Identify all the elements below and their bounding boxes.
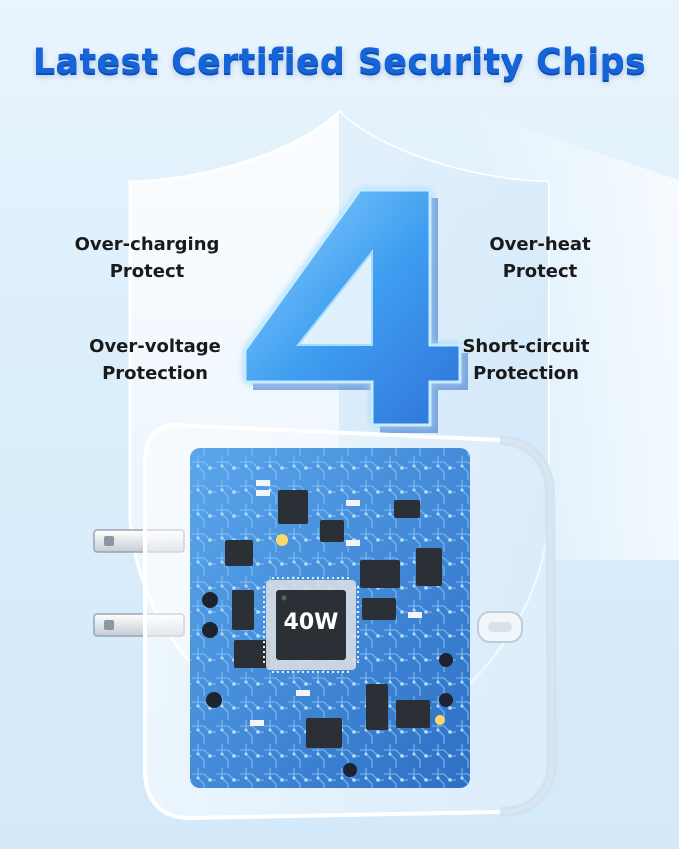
feature-short-circuit: Short-circuit Protection [426,333,626,387]
feature-over-heat: Over-heat Protect [440,231,640,285]
feature-over-voltage-line2: Protection [102,363,208,384]
feature-short-circuit-line1: Short-circuit [462,336,590,357]
number-four-graphic [243,188,468,433]
feature-over-voltage-line1: Over-voltage [89,336,221,357]
main-chip [263,577,359,673]
headline: Latest Certified Security Chips [32,42,647,82]
feature-short-circuit-line2: Protection [473,363,579,384]
feature-over-charging-line1: Over-charging [74,234,220,255]
feature-over-heat-line2: Protect [502,261,578,282]
feature-over-heat-line1: Over-heat [489,234,591,255]
feature-over-voltage: Over-voltage Protection [55,333,255,387]
chip-wattage-label: 40W [283,610,339,635]
feature-over-charging-line2: Protect [109,261,185,282]
feature-over-charging: Over-charging Protect [47,231,247,285]
